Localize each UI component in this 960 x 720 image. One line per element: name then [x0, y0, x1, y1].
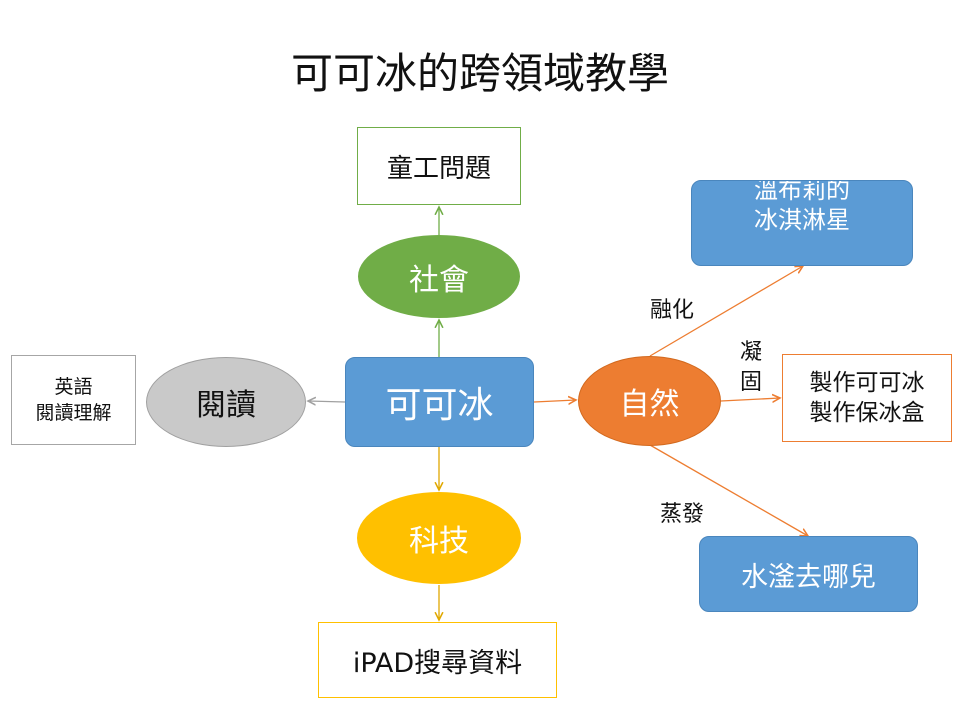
- english-reading-box: 英語 閱讀理解: [11, 355, 136, 445]
- line-center-nature: [533, 400, 576, 402]
- line-nature-melt: [649, 266, 803, 357]
- make-cocoa-ice-label: 製作可可冰: [809, 370, 925, 396]
- solidify-label: 凝 固: [740, 338, 762, 398]
- tech-ellipse: 科技: [357, 492, 521, 584]
- child-labor-box: 童工問題: [357, 127, 521, 205]
- solidify-line1: 凝: [740, 340, 763, 365]
- make-cooler-box-label: 製作保冰盒: [809, 400, 925, 426]
- where-water-label: 水滏去哪兒: [741, 561, 876, 593]
- evaporate-label: 蒸發: [660, 502, 705, 527]
- page-title: 可可冰的跨領域教學: [290, 49, 669, 98]
- ipad-search-label: iPAD搜尋資料: [352, 647, 523, 679]
- tech-label: 科技: [409, 524, 469, 559]
- line-nature-evap: [649, 444, 808, 536]
- make-ice-box: 製作可可冰 製作保冰盒: [782, 354, 952, 442]
- line-nature-solid: [720, 398, 780, 401]
- reading-comprehension-label: 閱讀理解: [35, 402, 112, 424]
- wembley-line2: 冰淇淋星: [754, 206, 850, 234]
- social-label: 社會: [409, 262, 469, 298]
- child-labor-label: 童工問題: [386, 153, 491, 184]
- center-label: 可可冰: [385, 385, 494, 426]
- line-center-reading: [308, 401, 346, 402]
- where-water-box: 水滏去哪兒: [699, 536, 918, 612]
- english-label: 英語: [54, 376, 93, 398]
- social-ellipse: 社會: [358, 235, 520, 318]
- wembley-line1: 溫布莉的: [754, 180, 850, 204]
- wembley-box: 溫布莉的 冰淇淋星: [691, 180, 913, 266]
- reading-ellipse: 閱讀: [146, 357, 306, 447]
- solidify-line2: 固: [740, 370, 763, 395]
- reading-label: 閱讀: [196, 388, 256, 423]
- center-box: 可可冰: [345, 357, 534, 447]
- nature-ellipse: 自然: [578, 356, 721, 446]
- melt-label: 融化: [650, 298, 695, 323]
- ipad-search-box: iPAD搜尋資料: [318, 622, 557, 698]
- nature-label: 自然: [619, 387, 680, 422]
